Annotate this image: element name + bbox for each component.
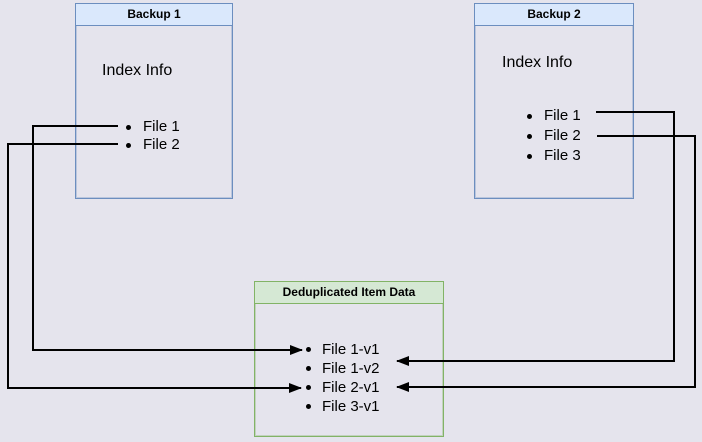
list-item: File 1 (523, 106, 581, 126)
backup2-title: Backup 2 (475, 4, 633, 26)
deduplicated-item-data-title: Deduplicated Item Data (255, 282, 443, 304)
list-item: File 2-v1 (302, 378, 380, 397)
list-item: File 1-v1 (302, 340, 380, 359)
backup1-title: Backup 1 (76, 4, 232, 26)
list-item: File 2 (122, 136, 180, 154)
list-item: File 2 (523, 126, 581, 146)
list-item: File 1 (122, 118, 180, 136)
list-item: File 3 (523, 146, 581, 166)
list-item: File 3-v1 (302, 397, 380, 416)
list-item: File 1-v2 (302, 359, 380, 378)
backup1-index-info-label: Index Info (102, 62, 173, 79)
backup2-index-info-label: Index Info (502, 54, 573, 71)
